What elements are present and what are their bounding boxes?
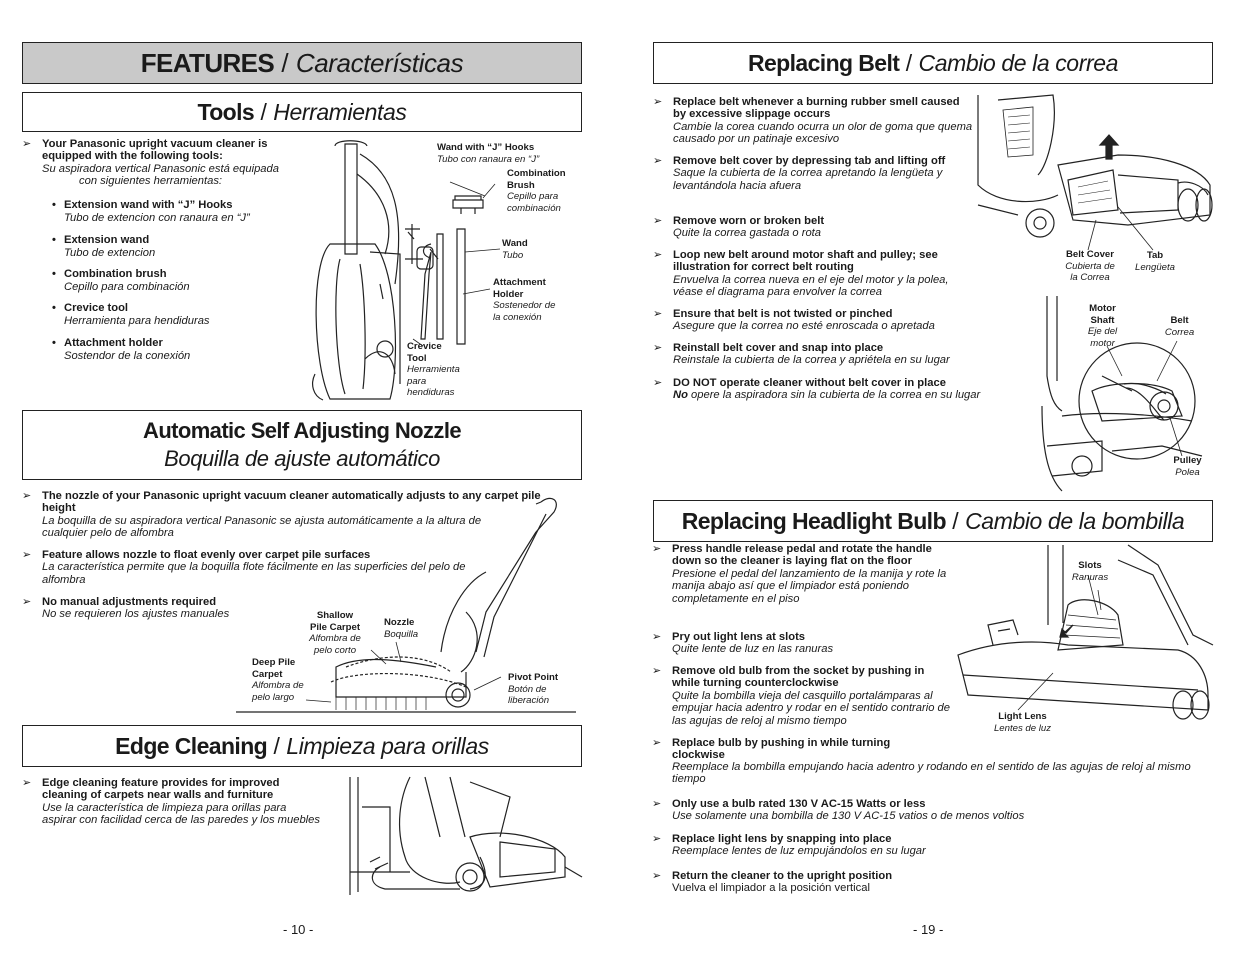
headlight-illustration (958, 545, 1213, 725)
label-belt: Belt Correa (1164, 315, 1195, 338)
bulb-bullet: ➢ Press handle release pedal and rotate … (652, 543, 947, 605)
bullet-arrow-icon: ➢ (652, 798, 662, 810)
label-deep-pile: Deep Pile Carpet Alfombra de pelo largo (252, 657, 304, 703)
page-number-right: - 19 - (913, 922, 944, 937)
belt-title-en: Replacing Belt (747, 49, 900, 76)
tool-item: • Crevice tool Herramienta para hendidur… (52, 302, 210, 327)
features-title-sep: / (274, 47, 296, 78)
label-shallow-pile: Shallow Pile Carpet Alfombra de pelo cor… (309, 610, 361, 656)
tool-item: • Attachment holder Sostendor de la cone… (52, 337, 191, 362)
bullet-arrow-icon: ➢ (653, 342, 663, 354)
edge-cleaning-illustration (350, 777, 582, 895)
bullet-arrow-icon: ➢ (653, 249, 663, 261)
bullet-arrow-icon: ➢ (22, 490, 32, 502)
page-number-left: - 10 - (283, 922, 314, 937)
belt-bullet: ➢ Replace belt whenever a burning rubber… (653, 96, 973, 146)
bullet-arrow-icon: ➢ (653, 96, 663, 108)
bulb-bullet: ➢ Pry out light lens at slots Quite lent… (652, 631, 834, 656)
bulb-title-sep: / (945, 507, 966, 534)
tool-item: • Extension wand Tubo de extencion (52, 234, 156, 259)
nozzle-header: Automatic Self Adjusting Nozzle Boquilla… (22, 410, 582, 480)
bullet-arrow-icon: ➢ (652, 631, 662, 643)
label-wand: Wand Tubo (502, 238, 528, 261)
vacuum-tools-illustration (305, 134, 580, 406)
belt-title-es: Cambio de la correa (918, 49, 1119, 76)
bullet-arrow-icon: ➢ (653, 308, 663, 320)
bullet-arrow-icon: ➢ (22, 777, 32, 789)
belt-cover-illustration (978, 95, 1213, 255)
bulb-bullet: ➢ Replace light lens by snapping into pl… (652, 833, 926, 858)
label-tab: Tab Lengüeta (1134, 250, 1175, 273)
belt-header: Replacing Belt / Cambio de la correa (653, 42, 1213, 84)
nozzle-illustration (236, 492, 576, 714)
tool-item: • Combination brush Cepillo para combina… (52, 268, 190, 293)
label-pivot-point: Pivot Point Botón de liberación (508, 672, 559, 707)
bullet-arrow-icon: ➢ (652, 543, 662, 555)
nozzle-bullet: ➢ The nozzle of your Panasonic upright v… (22, 490, 541, 540)
label-combination-brush: Combination Brush Cepillo para combinaci… (507, 168, 566, 214)
features-header: FEATURES / Características (22, 42, 582, 84)
nozzle-bullet: ➢ No manual adjustments required No se r… (22, 596, 230, 621)
bullet-arrow-icon: ➢ (653, 377, 663, 389)
bulb-bullet-spanish: Reemplace la bombilla empujando hacia ad… (672, 761, 1191, 786)
nozzle-title-es: Boquilla de ajuste automático (164, 446, 440, 471)
features-title-en: FEATURES (140, 47, 275, 78)
tool-item: • Extension wand with “J” Hooks Tubo de … (52, 199, 250, 224)
tools-title-es: Herramientas (273, 98, 407, 125)
bullet-arrow-icon: ➢ (22, 596, 32, 608)
belt-routing-illustration (1042, 296, 1213, 496)
bullet-arrow-icon: ➢ (652, 737, 662, 749)
nozzle-bullet: ➢ Feature allows nozzle to float evenly … (22, 549, 466, 586)
edge-title-es: Limpieza para orillas (286, 732, 489, 759)
tools-title-sep: / (254, 98, 274, 125)
bullet-arrow-icon: ➢ (22, 549, 32, 561)
bulb-title-es: Cambio de la bombilla (965, 507, 1185, 534)
belt-bullet: ➢ Loop new belt around motor shaft and p… (653, 249, 949, 299)
bullet-arrow-icon: ➢ (22, 138, 32, 150)
belt-bullet: ➢ Reinstall belt cover and snap into pla… (653, 342, 950, 367)
edge-title-sep: / (267, 732, 287, 759)
belt-title-sep: / (899, 49, 919, 76)
bulb-bullet: ➢ Return the cleaner to the upright posi… (652, 870, 893, 895)
features-title-es: Características (295, 47, 464, 78)
label-slots: Slots Ranuras (1071, 560, 1109, 583)
edge-header: Edge Cleaning / Limpieza para orillas (22, 725, 582, 767)
tools-intro: ➢ Your Panasonic upright vacuum cleaner … (22, 138, 279, 188)
tools-title-en: Tools (197, 98, 255, 125)
edge-bullet: ➢ Edge cleaning feature provides for imp… (22, 777, 320, 827)
belt-bullet: ➢ DO NOT operate cleaner without belt co… (653, 377, 981, 402)
label-wand-hooks: Wand with “J” Hooks Tubo con ranaura en … (437, 142, 540, 165)
bullet-arrow-icon: ➢ (652, 665, 662, 677)
label-pulley: Pulley Polea (1173, 455, 1202, 478)
bulb-bullet: ➢ Only use a bulb rated 130 V AC-15 Watt… (652, 798, 1025, 823)
bulb-title-en: Replacing Headlight Bulb (681, 507, 947, 534)
belt-bullet: ➢ Remove belt cover by depressing tab an… (653, 155, 946, 192)
belt-bullet: ➢ Ensure that belt is not twisted or pin… (653, 308, 935, 333)
label-belt-cover: Belt Cover Cubierta de la Correa (1065, 249, 1115, 284)
bullet-arrow-icon: ➢ (653, 155, 663, 167)
label-nozzle: Nozzle Boquilla (384, 617, 419, 640)
bullet-arrow-icon: ➢ (652, 833, 662, 845)
label-light-lens: Light Lens Lentes de luz (993, 711, 1052, 734)
label-attachment-holder: Attachment Holder Sostenedor de la conex… (493, 277, 556, 323)
bulb-bullet: ➢ Replace bulb by pushing in while turni… (652, 737, 891, 762)
label-motor-shaft: Motor Shaft Eje del motor (1087, 303, 1118, 349)
belt-bullet: ➢ Remove worn or broken belt Quite la co… (653, 215, 825, 240)
bullet-arrow-icon: ➢ (652, 870, 662, 882)
bulb-header: Replacing Headlight Bulb / Cambio de la … (653, 500, 1213, 542)
label-crevice-tool: Crevice Tool Herramienta para hendiduras (407, 341, 460, 399)
bulb-bullet: ➢ Remove old bulb from the socket by pus… (652, 665, 950, 727)
edge-title-en: Edge Cleaning (115, 732, 268, 759)
bullet-arrow-icon: ➢ (653, 215, 663, 227)
nozzle-title-en: Automatic Self Adjusting Nozzle (143, 418, 462, 443)
tools-header: Tools / Herramientas (22, 92, 582, 132)
